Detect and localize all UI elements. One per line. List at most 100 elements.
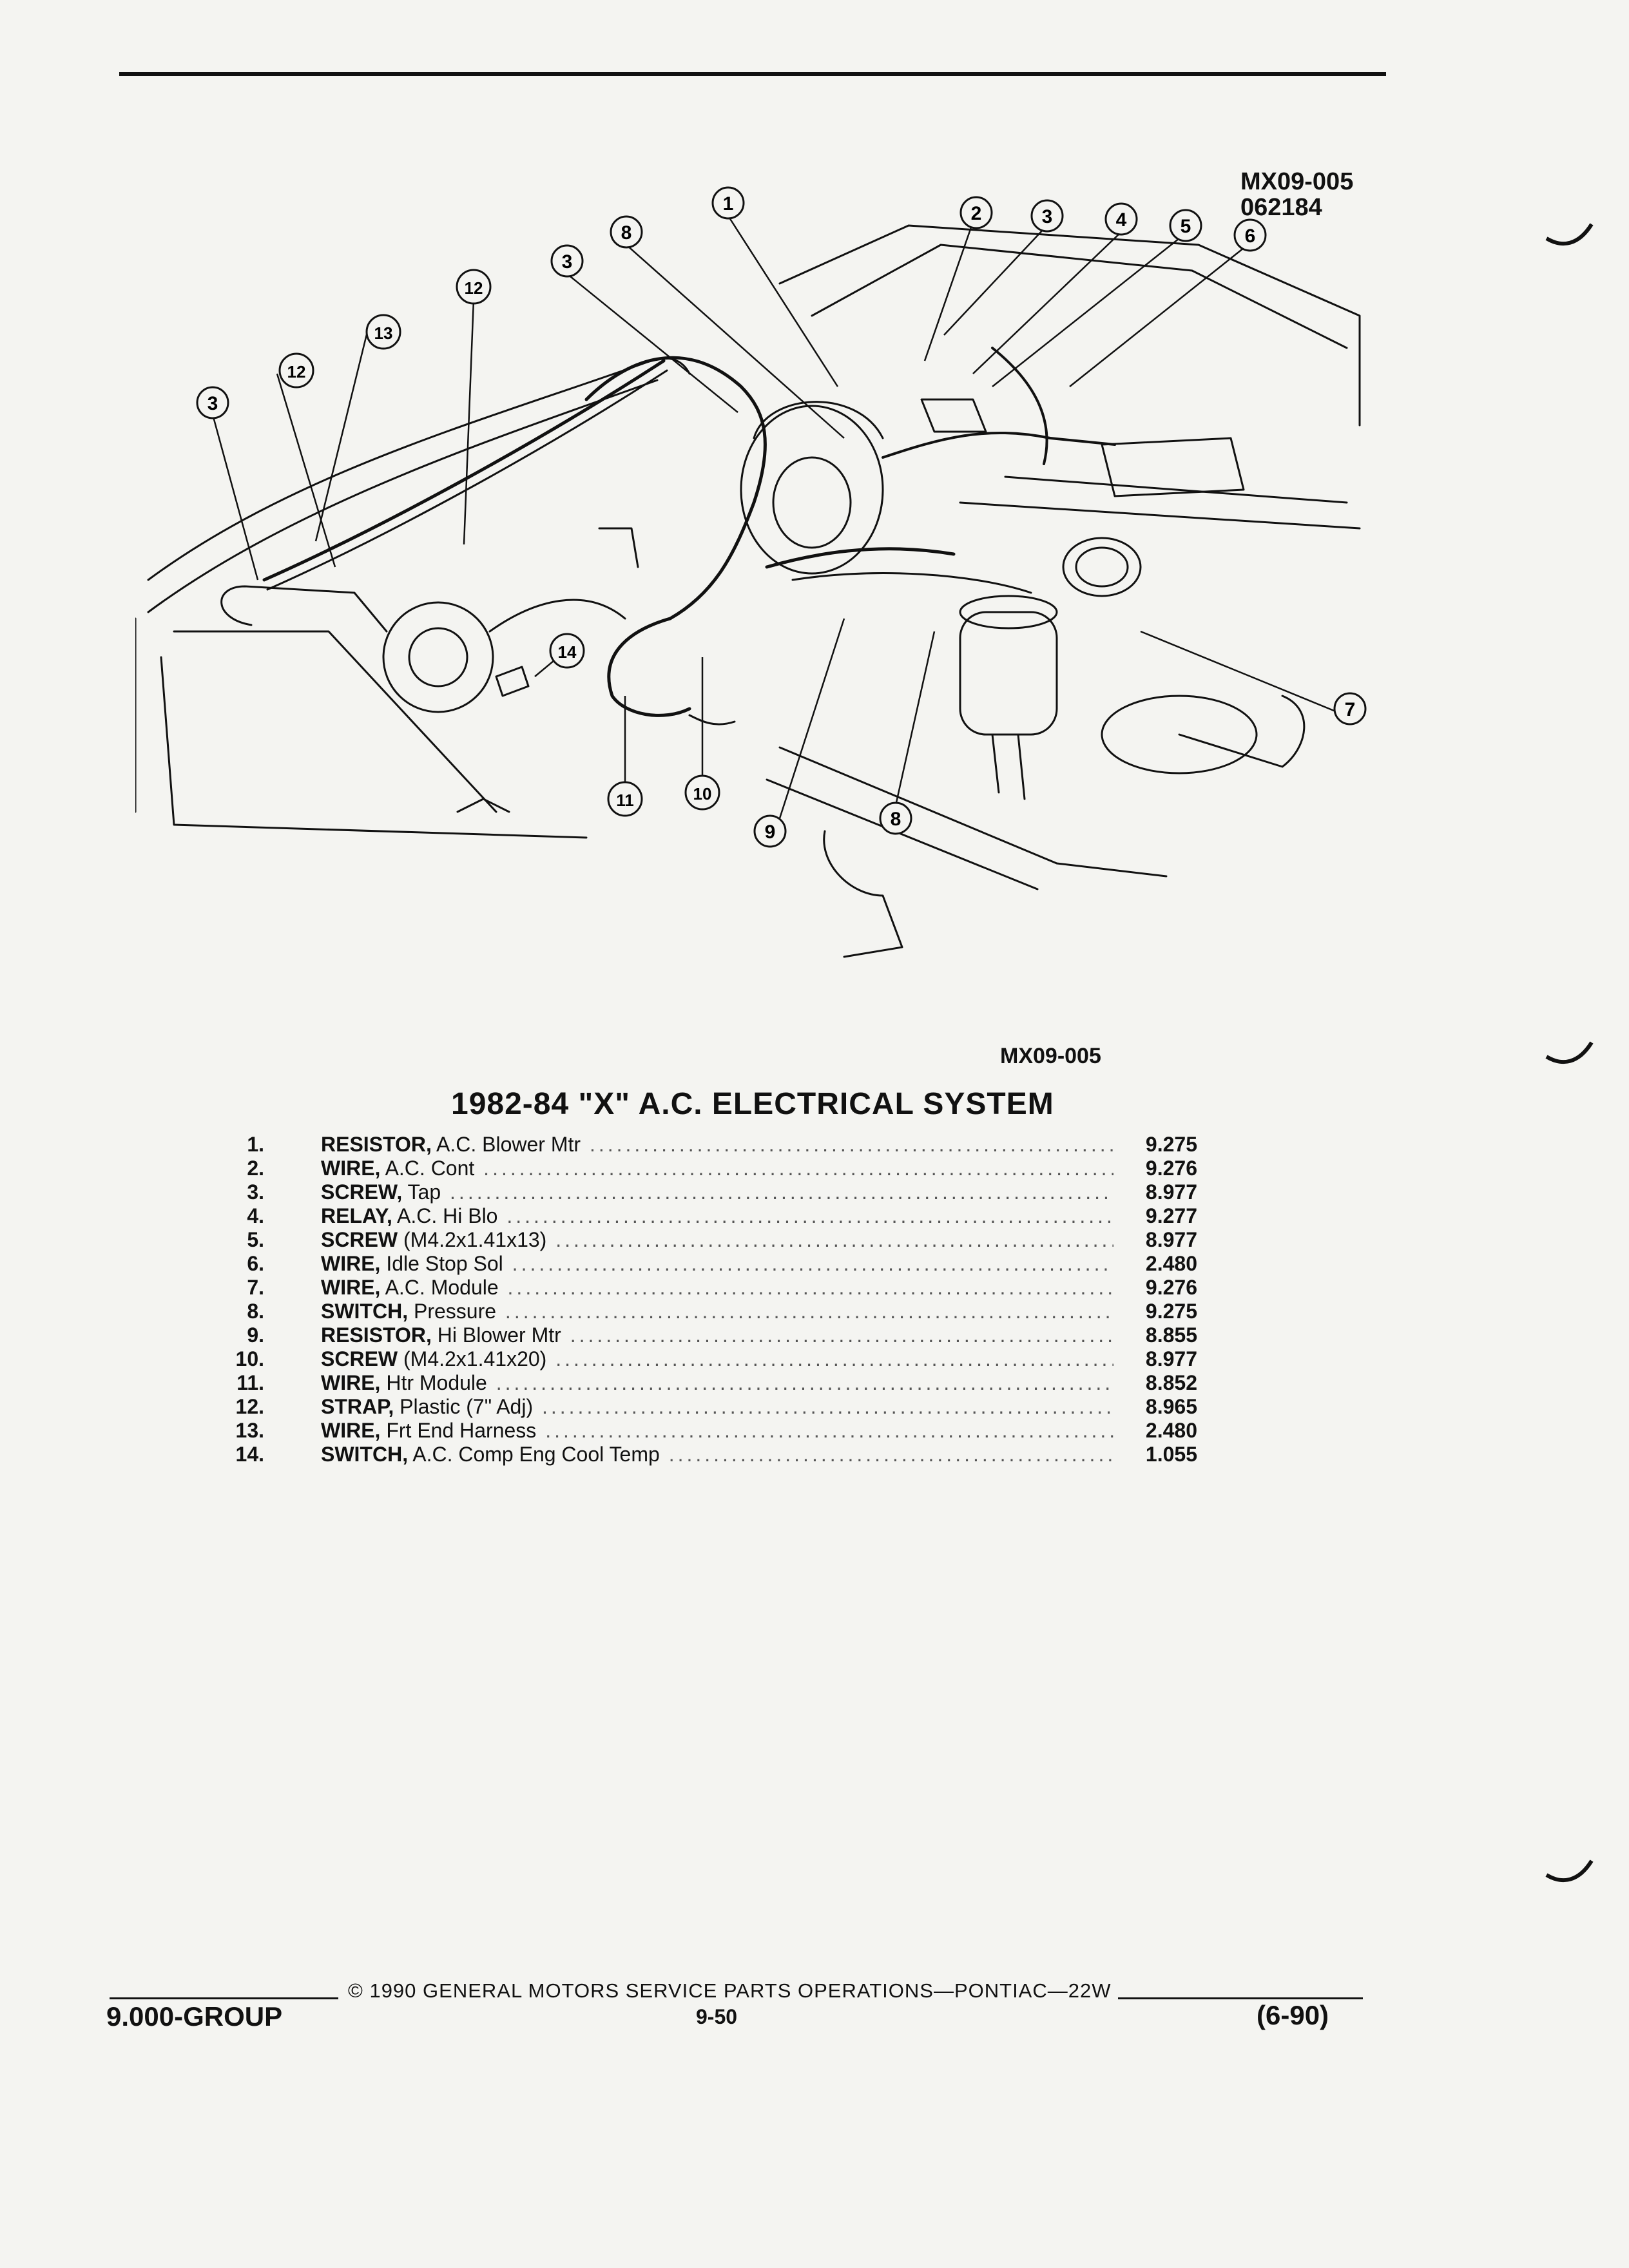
- group-reference: 9.275: [1113, 1133, 1197, 1157]
- callout-11: 11: [607, 781, 643, 817]
- parts-row: 12.STRAP, Plastic (7" Adj) .............…: [218, 1395, 1229, 1419]
- svg-text:1: 1: [723, 193, 734, 215]
- group-reference: 2.480: [1113, 1419, 1197, 1443]
- dot-leader: ........................................…: [505, 1300, 1184, 1323]
- callout-9: 9: [753, 814, 787, 848]
- part-detail: Pressure: [408, 1300, 497, 1323]
- group-reference: 8.977: [1113, 1180, 1197, 1204]
- dot-leader: ........................................…: [541, 1395, 1184, 1418]
- item-number: 13.: [235, 1419, 264, 1442]
- group-reference: 9.276: [1113, 1157, 1197, 1180]
- part-name: RESISTOR,: [321, 1323, 432, 1347]
- part-description: SCREW (M4.2x1.41x20) ...................…: [321, 1347, 1184, 1371]
- part-name: WIRE,: [321, 1419, 381, 1442]
- part-description: WIRE, Idle Stop Sol ....................…: [321, 1252, 1184, 1276]
- parts-row: 1.RESISTOR, A.C. Blower Mtr ............…: [218, 1133, 1229, 1157]
- parts-row: 7. WIRE, A.C. Module ....................…: [218, 1276, 1229, 1300]
- part-description: RELAY, A.C. Hi Blo .....................…: [321, 1204, 1184, 1228]
- part-name: RELAY,: [321, 1204, 392, 1227]
- footer-rule-right: [1118, 1997, 1363, 1999]
- callout-6: 6: [1233, 218, 1267, 252]
- group-reference: 9.275: [1113, 1300, 1197, 1323]
- figure-code: MX09-005: [1000, 1044, 1101, 1068]
- dot-leader: ........................................…: [570, 1323, 1184, 1347]
- callout-14: 14: [549, 633, 585, 669]
- binder-mark: [1545, 1860, 1594, 1882]
- svg-text:11: 11: [616, 791, 634, 810]
- top-rule: [119, 72, 1386, 76]
- callout-1: 1: [711, 186, 745, 220]
- parts-row: 11.WIRE, Htr Module ....................…: [218, 1371, 1229, 1395]
- part-description: RESISTOR, Hi Blower Mtr ................…: [321, 1323, 1184, 1347]
- group-reference: 2.480: [1113, 1252, 1197, 1276]
- svg-text:5: 5: [1181, 216, 1191, 237]
- dot-leader: ........................................…: [506, 1204, 1184, 1227]
- part-detail: Hi Blower Mtr: [431, 1323, 561, 1347]
- group-reference: 8.852: [1113, 1371, 1197, 1395]
- item-number: 11.: [236, 1371, 264, 1394]
- item-number: 10.: [235, 1347, 264, 1370]
- part-name: SCREW: [321, 1347, 398, 1370]
- dot-leader: ........................................…: [555, 1228, 1184, 1251]
- binder-mark: [1545, 223, 1594, 245]
- parts-row: 4.RELAY, A.C. Hi Blo ...................…: [218, 1204, 1229, 1228]
- part-name: SWITCH,: [321, 1443, 409, 1466]
- part-description: SCREW, Tap .............................…: [321, 1180, 1184, 1204]
- part-name: WIRE,: [321, 1371, 381, 1394]
- callout-3-right: 3: [1030, 199, 1064, 233]
- part-name: RESISTOR,: [321, 1133, 432, 1156]
- group-reference: 8.855: [1113, 1323, 1197, 1347]
- part-description: WIRE, Frt End Harness ..................…: [321, 1419, 1184, 1443]
- part-detail: Tap: [402, 1180, 441, 1204]
- svg-text:3: 3: [1042, 206, 1053, 227]
- dot-leader: ........................................…: [545, 1419, 1184, 1442]
- item-number: 14.: [235, 1443, 264, 1466]
- hood-edge-inner: [147, 379, 659, 613]
- revision-date: (6-90): [1257, 2000, 1329, 2030]
- svg-text:4: 4: [1116, 209, 1127, 231]
- part-detail: Frt End Harness: [380, 1419, 537, 1442]
- part-detail: A.C. Hi Blo: [392, 1204, 498, 1227]
- dot-leader: ........................................…: [450, 1180, 1184, 1204]
- item-number: 8.: [247, 1300, 264, 1323]
- part-name: SCREW: [321, 1228, 398, 1251]
- svg-text:8: 8: [891, 809, 901, 830]
- item-number: 5.: [247, 1228, 264, 1251]
- figure-date-code: 062184: [1240, 194, 1322, 221]
- callout-8-bottom: 8: [879, 802, 912, 835]
- callout-12-top: 12: [456, 269, 492, 305]
- part-name: SWITCH,: [321, 1300, 409, 1323]
- group-reference: 8.977: [1113, 1347, 1197, 1371]
- footer-rule-left: [110, 1997, 338, 1999]
- part-detail: A.C. Cont: [380, 1157, 475, 1180]
- item-number: 9.: [247, 1323, 264, 1347]
- part-description: SWITCH, A.C. Comp Eng Cool Temp ........…: [321, 1443, 1184, 1466]
- item-number: 7.: [247, 1276, 264, 1299]
- part-description: WIRE, A.C. Module ......................…: [321, 1276, 1184, 1300]
- part-name: WIRE,: [321, 1157, 381, 1180]
- parts-row: 13. WIRE, Frt End Harness ...............…: [218, 1419, 1229, 1443]
- dot-leader: ........................................…: [512, 1252, 1184, 1275]
- group-reference: 1.055: [1113, 1443, 1197, 1466]
- part-name: WIRE,: [321, 1276, 381, 1299]
- group-reference: 9.276: [1113, 1276, 1197, 1300]
- callout-13: 13: [365, 314, 401, 350]
- item-number: 6.: [247, 1252, 264, 1275]
- parts-row: 10. SCREW (M4.2x1.41x20) ................…: [218, 1347, 1229, 1371]
- group-reference: 8.977: [1113, 1228, 1197, 1252]
- item-number: 1.: [247, 1133, 264, 1156]
- parts-list: 1.RESISTOR, A.C. Blower Mtr ............…: [218, 1133, 1229, 1466]
- svg-text:12: 12: [465, 278, 483, 298]
- parts-row: 2.WIRE, A.C. Cont ......................…: [218, 1157, 1229, 1180]
- item-number: 3.: [247, 1180, 264, 1204]
- dot-leader: ........................................…: [496, 1371, 1184, 1394]
- page-number: 9-50: [696, 2005, 738, 2028]
- group-reference: 9.277: [1113, 1204, 1197, 1228]
- parts-row: 3. SCREW, Tap ...........................…: [218, 1180, 1229, 1204]
- copyright-notice: © 1990 GENERAL MOTORS SERVICE PARTS OPER…: [348, 1979, 1112, 2002]
- dot-leader: ........................................…: [589, 1133, 1184, 1156]
- parts-row: 6. WIRE, Idle Stop Sol ..................…: [218, 1252, 1229, 1276]
- callout-5: 5: [1169, 209, 1202, 242]
- item-number: 12.: [235, 1395, 264, 1418]
- svg-text:2: 2: [971, 203, 982, 224]
